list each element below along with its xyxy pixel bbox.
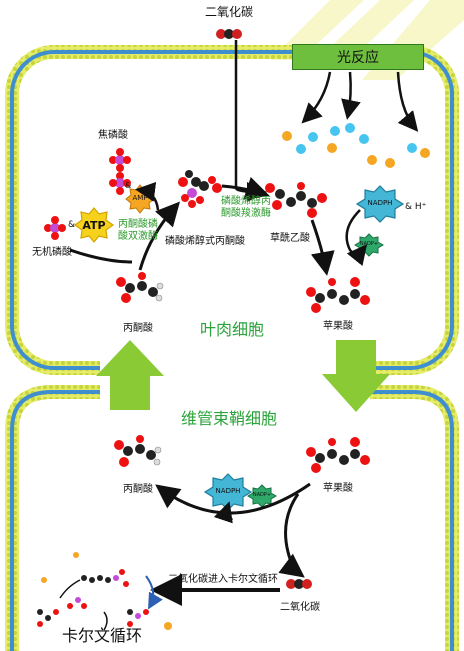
atp-and-label: &: [68, 220, 76, 230]
pep-to-oaa-arrow: [221, 176, 270, 200]
bundle-sheath-cell-membrane: [5, 385, 459, 651]
pyruvate-top-label: 丙酮酸: [123, 323, 153, 334]
pyrophosphate-molecule: [109, 148, 131, 195]
transport-arrow-down: [322, 340, 390, 412]
nadph-bottom-label: NADPH: [215, 487, 241, 495]
light-arrow-3: [396, 71, 419, 132]
co2-top-label: 二氧化碳: [204, 5, 254, 19]
calvin-arrow-1: [59, 579, 81, 599]
calvin-blue-arrow: [145, 575, 163, 610]
pyruvate-to-pep-arrow: [138, 201, 181, 271]
co2-entry-arrow: [234, 40, 267, 202]
co2-bottom-label: 二氧化碳: [280, 602, 320, 613]
nadph-badge-top: [355, 185, 405, 223]
co2-bottom-molecule: [286, 579, 312, 589]
malate-bottom-molecule: [306, 437, 370, 473]
atp-in-arrow: [69, 248, 133, 264]
calvin-cycle-label: 卡尔文循环: [62, 626, 143, 645]
calvin-arrow-2: [103, 611, 108, 631]
pyruvate-bottom-label: 丙酮酸: [123, 484, 153, 495]
amp-and-label: &: [125, 181, 132, 190]
amp-label: AMP: [132, 194, 148, 202]
malate-top-molecule: [306, 277, 370, 313]
ppdk-enzyme-label: 丙酮酸磷酸双激酶: [118, 219, 158, 242]
pi-label: 无机磷酸: [32, 247, 72, 258]
co2-top-molecule: [216, 29, 242, 39]
nadph-bottom-arrow: [213, 501, 234, 524]
atp-label: ATP: [82, 219, 106, 232]
mesophyll-cell-label: 叶肉细胞: [200, 320, 265, 339]
atp-badge: [73, 207, 115, 243]
oaa-to-malate-arrow: [310, 219, 335, 276]
nadp-bottom-label: NADP+: [252, 492, 272, 498]
light-arrow-1: [301, 71, 332, 124]
nadph-arrow: [345, 209, 368, 266]
light-products: [282, 123, 430, 168]
malate-bottom-label: 苹果酸: [323, 483, 353, 494]
pyruvate-top-molecule: [116, 272, 164, 303]
light-reaction-box: 光反应: [292, 44, 424, 70]
nadph-top-label: NADPH: [367, 199, 393, 207]
pyruvate-bottom-molecule: [114, 435, 162, 467]
light-arrow-2: [341, 71, 361, 120]
h-plus-label: & H⁺: [405, 202, 427, 212]
calvin-cycle-molecules: [37, 552, 172, 630]
nadp-top-label: NADP+: [359, 241, 379, 247]
pep-molecule: [178, 170, 222, 208]
oxaloacetate-label: 草酰乙酸: [270, 233, 310, 244]
phosphate-molecule: [44, 216, 66, 240]
bundle-sheath-cell-label: 维管束鞘细胞: [181, 409, 278, 428]
transport-arrow-up: [96, 340, 164, 410]
pep-label: 磷酸烯醇式丙酮酸: [165, 236, 245, 247]
pepc-enzyme-label: 磷酸烯醇丙酮酸羧激酶: [221, 196, 271, 219]
amp-out-arrow: [135, 181, 160, 211]
malate-to-co2-arrow: [278, 493, 305, 578]
pyrophosphate-label: 焦磷酸: [98, 130, 128, 141]
malate-top-label: 苹果酸: [323, 321, 353, 332]
co2-enter-calvin-label: 二氧化碳进入卡尔文循环: [168, 574, 278, 585]
